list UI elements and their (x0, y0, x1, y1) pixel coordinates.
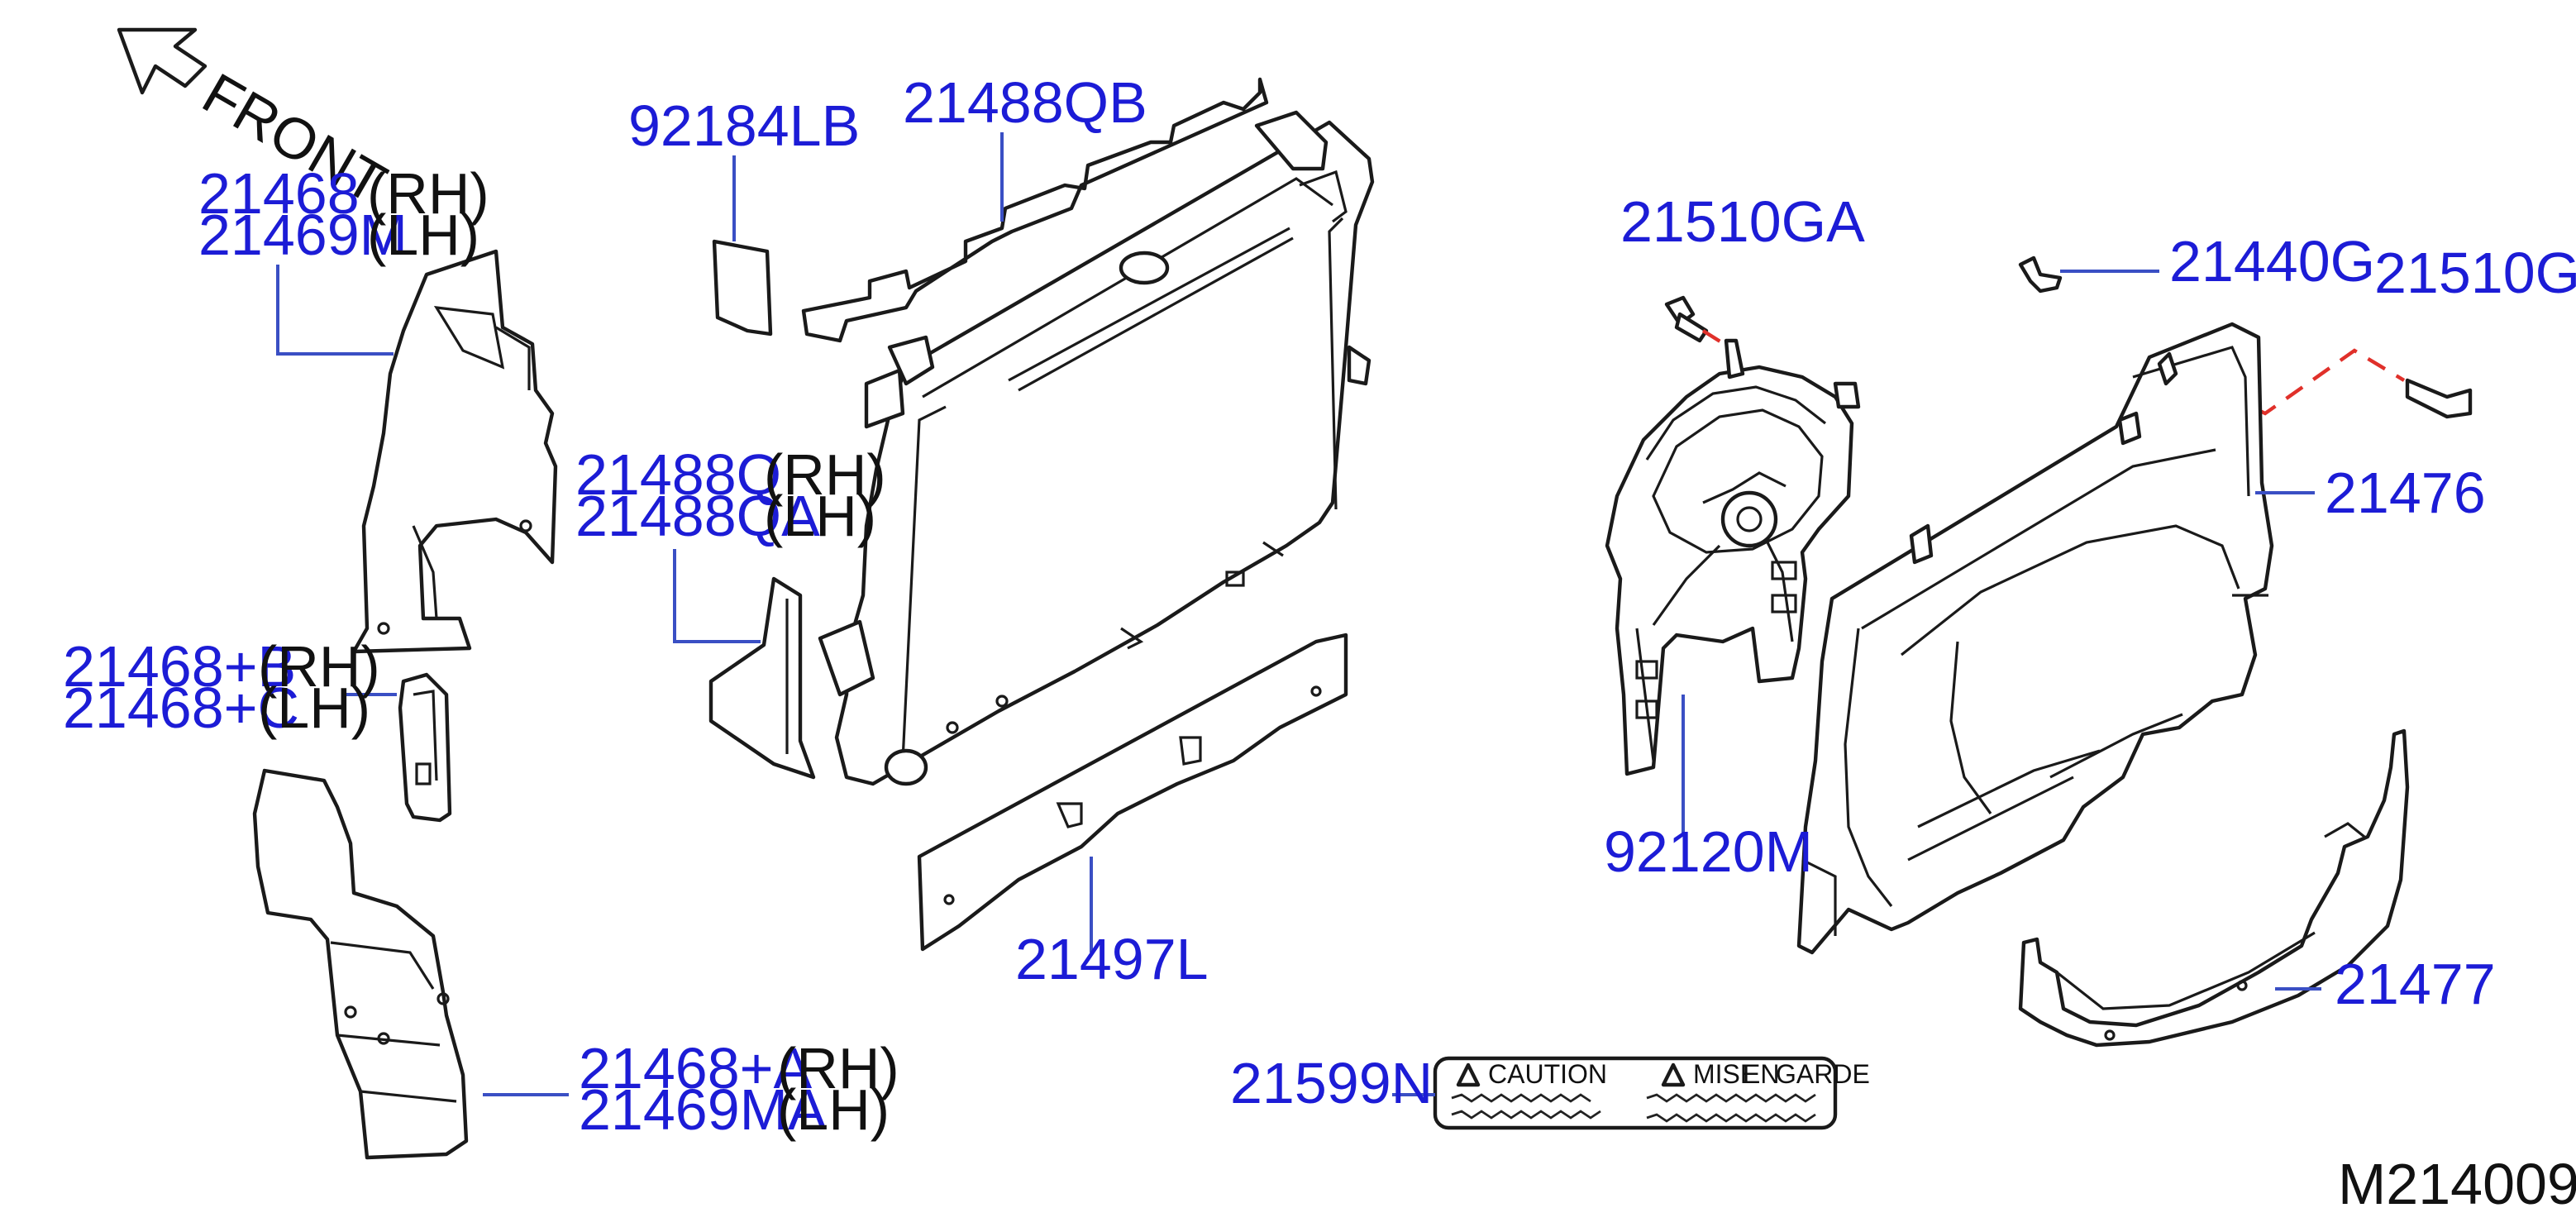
callout-21497L: 21497L (1015, 927, 1209, 991)
callout-21469MA-side: (LH) (777, 1077, 890, 1142)
callout-21468-side: (RH) (367, 161, 489, 226)
callout-21488Q: 21488Q (575, 442, 781, 507)
callout-21488QA: 21488QA (575, 484, 820, 548)
callout-21476: 21476 (2325, 461, 2486, 525)
warning-triangle-icon (1456, 1062, 1481, 1087)
fan-bolt-left (1664, 295, 1709, 343)
callout-21510GA: 21510GA (1620, 189, 1865, 254)
caution-right-heading-3: GARDE (1776, 1059, 1870, 1089)
bolt-dashed-line-left (1701, 329, 1731, 349)
callout-21469MA: 21469MA (579, 1077, 827, 1142)
callout-21599N: 21599N (1230, 1051, 1433, 1115)
fan-motor-assembly (1605, 338, 1861, 776)
side-air-guide-upper (351, 249, 558, 654)
callout-92120M: 92120M (1604, 819, 1813, 884)
callout-21468: 21468 (198, 161, 360, 226)
side-guide-bracket (398, 672, 452, 823)
bolt-dashed-line-right (2168, 348, 2406, 416)
caution-right-heading-2: EN (1743, 1059, 1779, 1089)
callout-21488QA-side: (LH) (764, 484, 876, 548)
radiator-side-seal (708, 576, 816, 780)
drawing-code: M214009B (2338, 1152, 2576, 1216)
callout-21469M-side: (LH) (367, 203, 479, 267)
callout-21440G: 21440G (2169, 229, 2375, 294)
callout-21468A: 21468+A (579, 1036, 813, 1100)
callout-21477: 21477 (2335, 952, 2496, 1016)
callout-92184LB: 92184LB (628, 93, 860, 158)
callout-21468A-side: (RH) (777, 1036, 899, 1100)
radiator-lower-seal (917, 633, 1348, 952)
caution-right-heading-1: MISE (1693, 1059, 1758, 1089)
callout-21488QB: 21488QB (903, 70, 1147, 135)
radiator (818, 110, 1375, 786)
callout-21510G: 21510G (2374, 241, 2576, 305)
caution-left-heading: CAUTION (1488, 1059, 1607, 1089)
radiator-pad (712, 239, 773, 337)
callout-21468C-side: (LH) (258, 676, 370, 740)
side-air-guide-lower (252, 768, 469, 1160)
fan-shroud (1796, 322, 2274, 955)
leader-lines (276, 132, 2321, 1096)
callout-21468C: 21468+C (63, 676, 299, 740)
fan-bolt-right (2405, 378, 2473, 419)
caution-label: CAUTION MISE EN GARDE (1433, 1056, 1870, 1130)
callout-21468B: 21468+B (63, 634, 296, 699)
shroud-clip (2018, 255, 2063, 294)
warning-triangle-icon-right (1661, 1062, 1686, 1087)
front-arrow-icon (117, 27, 208, 95)
callout-21488Q-side: (RH) (764, 442, 886, 507)
radiator-top-seal (801, 77, 1269, 343)
lower-fan-shroud (2018, 728, 2410, 1048)
callout-21468B-side: (RH) (258, 634, 380, 699)
callout-21469M: 21469M (198, 203, 408, 267)
